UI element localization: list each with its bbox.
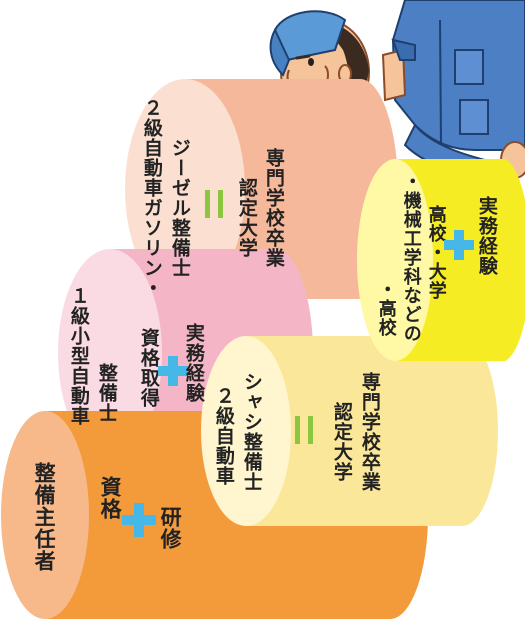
- salmon-cylinder: [125, 79, 398, 299]
- light-yellow-title-line1: ２級自動車: [212, 386, 235, 486]
- orange-item-qualification: 資格: [98, 476, 123, 520]
- light-yellow-cylinder: [201, 336, 498, 526]
- yellow-item-experience: 実務経験: [475, 196, 498, 276]
- yellow-item-high-school: ・高校: [375, 280, 397, 337]
- salmon-requirement-line1: 認定大学: [235, 178, 258, 258]
- light-yellow-requirement-line1: 認定大学: [330, 402, 353, 482]
- equals-icon: [205, 190, 223, 218]
- pink-item-experience: 実務経験: [182, 323, 205, 403]
- pink-title-line1: １級小型自動車: [67, 286, 90, 426]
- salmon-title-line2: ジーゼル整備士: [168, 138, 191, 278]
- orange-item-training: 研修: [158, 506, 183, 550]
- mechanic-illustration: [269, 0, 525, 180]
- pink-item-acquisition: 資格取得: [137, 328, 160, 408]
- salmon-requirement-line2: 専門学校卒業: [262, 148, 285, 268]
- equals-icon: [295, 416, 313, 444]
- yellow-item-engineering-line2: 高校・大学: [425, 205, 447, 300]
- light-yellow-title-line2: シャシ整備士: [240, 372, 263, 492]
- pink-title-line2: 整備士: [95, 363, 118, 423]
- salmon-title-line1: ２級自動車ガソリン・: [140, 98, 163, 298]
- yellow-item-engineering-line1: ・機械工学科などの: [400, 172, 422, 343]
- plus-icon: [444, 230, 474, 260]
- plus-icon: [122, 503, 156, 537]
- orange-title: 整備主任者: [32, 462, 57, 572]
- yellow-cylinder: [357, 159, 525, 361]
- plus-icon: [158, 356, 188, 386]
- light-yellow-requirement-line2: 専門学校卒業: [358, 372, 381, 492]
